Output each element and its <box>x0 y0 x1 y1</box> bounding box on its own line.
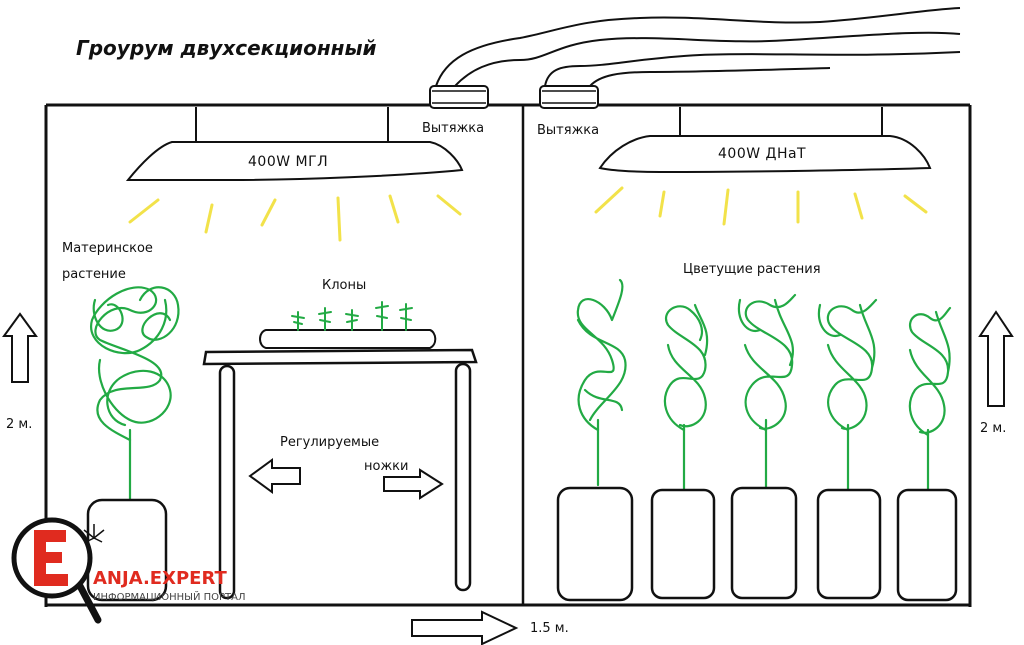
mother-plant-label-line2: растение <box>62 267 126 282</box>
mother-plant <box>90 286 180 502</box>
lamp-right-label: 400W ДНаТ <box>718 146 806 162</box>
width-label: 1.5 м. <box>530 621 569 636</box>
height-label-left: 2 м. <box>6 417 32 432</box>
flowering-plants-label: Цветущие растения <box>683 262 821 277</box>
room-frame <box>44 103 972 607</box>
adjustable-legs-label-line1: Регулируемые <box>280 435 379 450</box>
exhaust-label-right: Вытяжка <box>537 123 599 138</box>
light-rays-left <box>128 194 462 242</box>
clones-label: Клоны <box>322 278 366 293</box>
logo-subtitle: ИНФОРМАЦИОННЫЙ ПОРТАЛ <box>93 590 246 603</box>
exhaust-duct <box>435 7 961 87</box>
mother-plant-label-line1: Материнское <box>62 241 153 256</box>
arrow-right-icon <box>383 468 444 500</box>
adjustable-legs-label-line2: ножки <box>364 459 408 474</box>
exhaust-fan-right <box>539 85 599 109</box>
diagram-title: Гроурум двухсекционный <box>76 36 377 60</box>
height-arrow-left-icon <box>2 312 38 383</box>
exhaust-label-left: Вытяжка <box>422 121 484 136</box>
lamp-left <box>125 107 464 181</box>
ganja-expert-logo: ANJA.EXPERT ИНФОРМАЦИОННЫЙ ПОРТАЛ <box>11 517 246 624</box>
exhaust-fan-left <box>429 85 489 109</box>
light-rays-right <box>594 186 928 226</box>
leaf-icon <box>83 524 105 543</box>
clone-table <box>202 348 478 600</box>
flowering-pots <box>556 486 958 602</box>
flowering-plants <box>576 278 952 492</box>
height-label-right: 2 м. <box>980 421 1006 436</box>
lamp-right <box>598 107 932 174</box>
lamp-left-label: 400W МГЛ <box>248 154 328 170</box>
clones <box>291 301 413 331</box>
width-arrow-icon <box>411 610 519 645</box>
arrow-left-icon <box>248 458 301 494</box>
height-arrow-right-icon <box>978 310 1014 407</box>
logo-brand-text: ANJA.EXPERT <box>93 568 228 589</box>
clone-tray <box>259 329 437 349</box>
